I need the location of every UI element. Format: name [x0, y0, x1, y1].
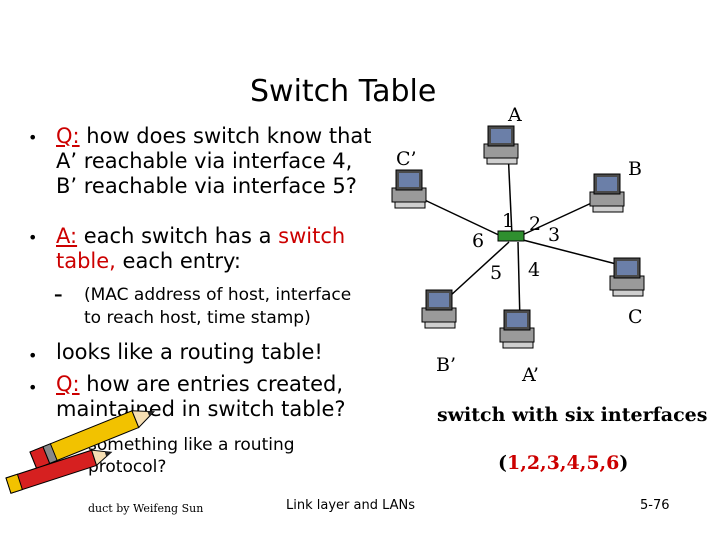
port-label-5: 5 [490, 262, 503, 284]
interfaces-list: (1,2,3,4,5,6) [498, 452, 628, 474]
bullet2-line2: each entry: [115, 249, 241, 273]
pencil-icon [29, 410, 156, 470]
switch-word: switch [278, 224, 346, 248]
bullet2-line1: each switch has a [77, 224, 279, 248]
paren-open: ( [498, 452, 507, 474]
bullet4-line2: maintained in switch table? [56, 397, 346, 421]
table-word: table, [56, 249, 116, 273]
host-label-B-prime: B’ [436, 354, 457, 376]
slide-title: Switch Table [250, 74, 437, 109]
sub-bullet-entry-format: – (MAC address of host, interface to rea… [54, 284, 351, 328]
bullet4-line1: how are entries created, [79, 372, 344, 396]
bullet-dot: • [28, 346, 38, 365]
port-label-2: 2 [529, 213, 542, 235]
host-label-A-prime: A’ [522, 364, 539, 386]
bullet-dot: • [28, 228, 38, 247]
a-label: A: [56, 224, 78, 248]
host-C-computer-icon [609, 257, 645, 297]
link-port2-B [519, 199, 599, 237]
sub1-line1: (MAC address of host, interface [84, 285, 352, 305]
diagram-caption: switch with six interfaces [437, 404, 708, 426]
pencil-icon [5, 449, 113, 494]
paren-close: ) [619, 452, 629, 474]
port-label-6: 6 [472, 230, 485, 252]
sub1-line2: to reach host, time stamp) [84, 308, 311, 328]
bullet1-line1: how does switch know that [79, 124, 372, 148]
q-label: Q: [56, 124, 80, 148]
bullet-answer-switch-table: A: each switch has a switch table, each … [56, 224, 345, 274]
host-label-C-prime: C’ [396, 148, 417, 170]
port-label-1: 1 [502, 210, 515, 232]
sub2-line1: something like a routing [88, 435, 295, 455]
bullet-question-entries: Q: how are entries created, maintained i… [56, 372, 346, 422]
port-label-4: 4 [528, 259, 541, 281]
footer-credit: duct by Weifeng Sun [88, 502, 204, 515]
link-port5-B-prime [449, 241, 510, 297]
bullet1-line2: A’ reachable via interface 4, [56, 149, 353, 173]
interfaces-numbers: 1,2,3,4,5,6 [507, 452, 620, 474]
sub2-line2: protocol? [88, 457, 167, 477]
host-label-A: A [508, 104, 522, 126]
q-label: Q: [56, 372, 80, 396]
host-B-prime-computer-icon [421, 289, 457, 329]
host-C-prime-computer-icon [391, 169, 427, 209]
link-port6-C-prime [413, 194, 504, 238]
page-number: 5-76 [640, 498, 670, 513]
footer-title: Link layer and LANs [286, 498, 416, 513]
bullet-question-reachability: Q: how does switch know that A’ reachabl… [56, 124, 372, 199]
bullet-dot: • [28, 378, 38, 397]
link-port3-C [522, 239, 625, 267]
port-label-3: 3 [548, 224, 561, 246]
host-A-computer-icon [483, 125, 519, 165]
host-label-B: B [628, 158, 642, 180]
bullet-routing-table: looks like a routing table! [56, 340, 323, 364]
link-port4-A-prime [517, 241, 521, 323]
host-B-computer-icon [589, 173, 625, 213]
host-label-C: C [628, 306, 643, 328]
dash: – [54, 285, 63, 305]
bullet1-line3: B’ reachable via interface 5? [56, 174, 357, 198]
host-A-prime-computer-icon [499, 309, 535, 349]
sub-bullet-routing-protocol: – something like a routing protocol? [60, 434, 295, 477]
switch-icon [497, 230, 525, 242]
bullet-dot: • [28, 128, 38, 147]
